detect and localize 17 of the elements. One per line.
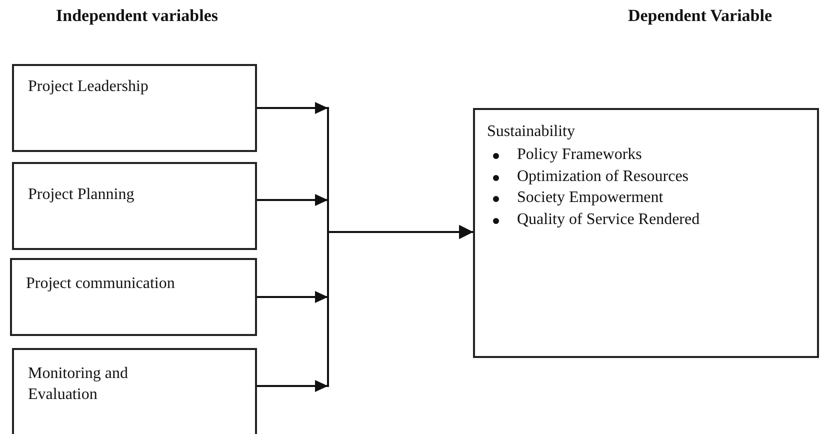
variable-box bbox=[12, 162, 257, 250]
variable-box bbox=[12, 64, 257, 152]
bullet-item: Policy Frameworks bbox=[517, 146, 642, 163]
box-text: Project Planning bbox=[28, 185, 136, 205]
column-heading: Independent variables bbox=[56, 6, 218, 26]
variable-box bbox=[10, 258, 257, 336]
column-heading: Dependent Variable bbox=[628, 6, 772, 26]
box-text: Project Leadership bbox=[28, 77, 150, 97]
box-text: Project communication bbox=[26, 274, 176, 294]
variable-box bbox=[473, 108, 819, 358]
box-text: Monitoring and Evaluation bbox=[28, 364, 129, 405]
bullet-item: Quality of Service Rendered bbox=[517, 211, 700, 228]
arrow bbox=[257, 225, 473, 392]
variable-box bbox=[12, 348, 257, 434]
bullet-item: Optimization of Resources bbox=[517, 168, 689, 185]
bullet-item: Society Empowerment bbox=[517, 189, 664, 206]
box-heading: Sustainability bbox=[487, 122, 576, 142]
